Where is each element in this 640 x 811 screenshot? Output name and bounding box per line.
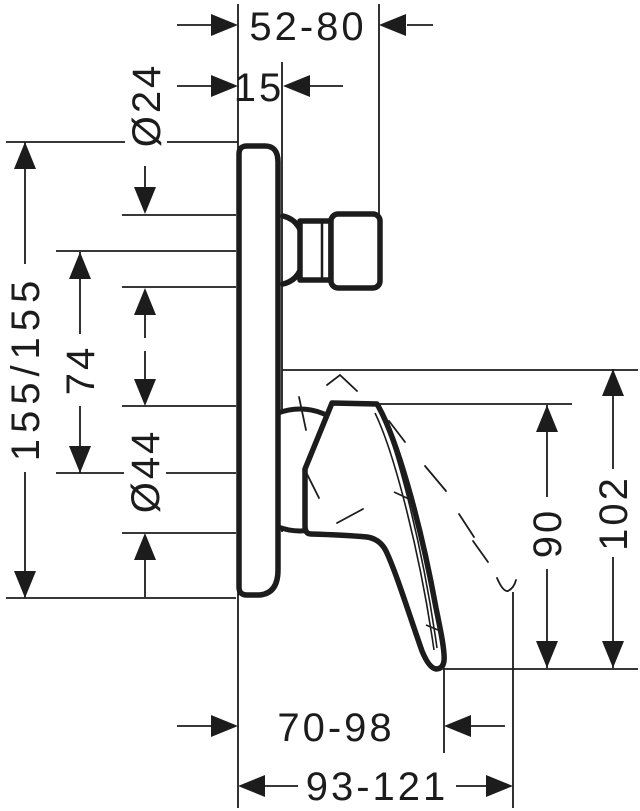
dimension-label: 70-98 xyxy=(277,706,394,750)
arrowhead xyxy=(134,379,156,406)
arrowhead xyxy=(134,187,156,214)
handle-lever xyxy=(302,400,447,672)
dimension-90: 90 xyxy=(526,405,570,668)
arrowhead xyxy=(211,14,238,36)
fixture xyxy=(236,143,517,672)
dimension-label: 93-121 xyxy=(306,765,449,809)
arrowhead xyxy=(14,571,36,598)
dimension-155-155: 155/155 xyxy=(4,142,48,598)
label-mask xyxy=(59,334,101,406)
dimension-93-121: 93-121 xyxy=(238,765,513,809)
arrowhead xyxy=(536,405,558,432)
label-mask xyxy=(125,53,167,157)
arrowhead xyxy=(238,775,265,797)
arrowhead xyxy=(602,641,624,668)
lever-highlight xyxy=(374,408,439,651)
arrowhead xyxy=(602,369,624,396)
arrowhead xyxy=(486,775,513,797)
arrowhead xyxy=(379,14,406,36)
dimension-102: 102 xyxy=(592,369,636,668)
lever-open-position-dashes xyxy=(298,373,517,592)
dimension-label: Ø24 xyxy=(125,63,169,148)
dimension-label: 102 xyxy=(592,475,636,551)
dimension-52-80: 52-80 xyxy=(177,5,433,49)
arrowhead xyxy=(134,288,156,315)
dimension-label: 90 xyxy=(526,508,570,559)
label-mask xyxy=(124,419,166,523)
dimension-74: 74 xyxy=(59,252,103,473)
dimension-label: Ø44 xyxy=(124,429,168,514)
dimension-70-98: 70-98 xyxy=(177,706,505,750)
dimension-diameter-24: Ø24 xyxy=(125,53,169,338)
connector-nut xyxy=(328,211,383,291)
dimension-15: 15 xyxy=(177,66,343,110)
arrowhead xyxy=(69,252,91,279)
arrowhead xyxy=(14,142,36,169)
label-mask xyxy=(298,765,456,807)
arrowhead xyxy=(69,446,91,473)
dimension-label: 15 xyxy=(234,66,285,110)
arrowhead xyxy=(134,533,156,560)
dimension-label: 52-80 xyxy=(249,5,366,49)
label-mask xyxy=(592,469,634,557)
arrowhead xyxy=(536,641,558,668)
arrowhead xyxy=(211,715,238,737)
arrowhead xyxy=(211,75,238,97)
escutcheon-plate xyxy=(236,143,281,598)
dimension-label: 74 xyxy=(59,345,103,396)
label-mask xyxy=(526,497,568,569)
connector-body xyxy=(297,218,334,283)
extension-lines xyxy=(6,4,638,808)
label-mask xyxy=(4,264,46,472)
dimension-diameter-44: Ø44 xyxy=(124,351,168,597)
arrowhead xyxy=(283,75,310,97)
arrowhead xyxy=(444,715,471,737)
dimension-label: 155/155 xyxy=(4,275,48,462)
